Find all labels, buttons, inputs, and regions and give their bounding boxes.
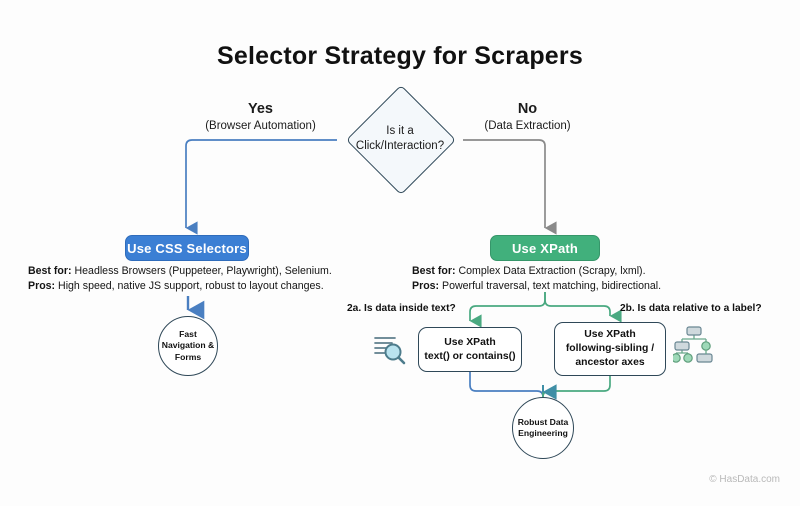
xpath-axes-box: Use XPath following-sibling / ancestor a…	[554, 322, 666, 376]
wire-yes-to-css	[185, 139, 337, 235]
xpath-best-for-label: Best for:	[412, 265, 456, 277]
wire-2b-to-outcome	[542, 376, 611, 398]
css-best-for-value: Headless Browsers (Puppeteer, Playwright…	[71, 265, 332, 277]
css-pros-value: High speed, native JS support, robust to…	[55, 280, 324, 292]
outcome-fast-navigation-forms: Fast Navigation & Forms	[158, 316, 218, 376]
outcome-css-text: Fast Navigation & Forms	[162, 329, 215, 364]
wire-xpath-to-2b	[544, 292, 622, 323]
css-pros-row: Pros: High speed, native JS support, rob…	[28, 279, 408, 294]
outcome-xpath-line-2: Engineering	[518, 428, 568, 438]
use-css-selectors-button[interactable]: Use CSS Selectors	[125, 235, 249, 261]
box-2a-line-2: text() or contains()	[424, 350, 516, 362]
xpath-description: Best for: Complex Data Extraction (Scrap…	[412, 264, 790, 294]
question-2a: 2a. Is data inside text?	[347, 303, 456, 314]
watermark-hasdata: © HasData.com	[709, 474, 780, 485]
css-description: Best for: Headless Browsers (Puppeteer, …	[28, 264, 408, 294]
use-xpath-button[interactable]: Use XPath	[490, 235, 600, 261]
decision-line-2: Click/Interaction?	[355, 140, 445, 152]
branch-yes-answer: Yes	[248, 101, 273, 117]
branch-yes-detail: (Browser Automation)	[205, 120, 316, 132]
outcome-xpath-line-1: Robust Data	[517, 416, 569, 427]
box-2a-text: Use XPath text() or contains()	[424, 336, 515, 364]
xpath-pros-value: Powerful traversal, text matching, bidir…	[439, 280, 662, 292]
wire-2a-to-outcome	[469, 372, 544, 398]
box-2b-line-1: Use XPath	[584, 329, 636, 340]
outcome-css-line-1: Fast	[179, 328, 197, 339]
branch-label-yes: Yes (Browser Automation)	[178, 100, 343, 134]
xpath-best-for-row: Best for: Complex Data Extraction (Scrap…	[412, 264, 790, 279]
xpath-text-contains-box: Use XPath text() or contains()	[418, 327, 522, 372]
wire-no-to-xpath	[463, 139, 557, 235]
branch-label-no: No (Data Extraction)	[445, 100, 610, 134]
wire-xpath-to-2a	[469, 292, 546, 328]
css-best-for-label: Best for:	[28, 265, 72, 277]
branch-no-answer: No	[517, 101, 538, 117]
question-2b: 2b. Is data relative to a label?	[620, 303, 762, 314]
xpath-best-for-value: Complex Data Extraction (Scrapy, lxml).	[455, 265, 646, 277]
css-pros-label: Pros:	[28, 280, 56, 292]
page-title: Selector Strategy for Scrapers	[217, 42, 583, 70]
decision-diamond: Is it a Click/Interaction?	[337, 84, 463, 196]
outcome-robust-data-engineering: Robust Data Engineering	[512, 397, 574, 459]
outcome-xpath-text: Robust Data Engineering	[518, 417, 569, 440]
dom-tree-icon	[671, 323, 715, 365]
box-2b-line-2: following-sibling /	[565, 343, 655, 354]
branch-no-detail: (Data Extraction)	[484, 120, 571, 132]
css-best-for-row: Best for: Headless Browsers (Puppeteer, …	[28, 264, 408, 279]
text-search-icon	[370, 330, 410, 370]
decision-line-1: Is it a	[386, 125, 414, 137]
xpath-pros-row: Pros: Powerful traversal, text matching,…	[412, 279, 790, 294]
outcome-css-line-3: Forms	[174, 351, 202, 362]
decision-diamond-label: Is it a Click/Interaction?	[337, 124, 463, 154]
xpath-pros-label: Pros:	[412, 280, 440, 292]
outcome-css-line-2: Navigation &	[161, 340, 215, 351]
box-2a-line-1: Use XPath	[444, 336, 496, 348]
box-2b-line-3: ancestor axes	[575, 357, 645, 368]
box-2b-text: Use XPath following-sibling / ancestor a…	[566, 328, 654, 370]
